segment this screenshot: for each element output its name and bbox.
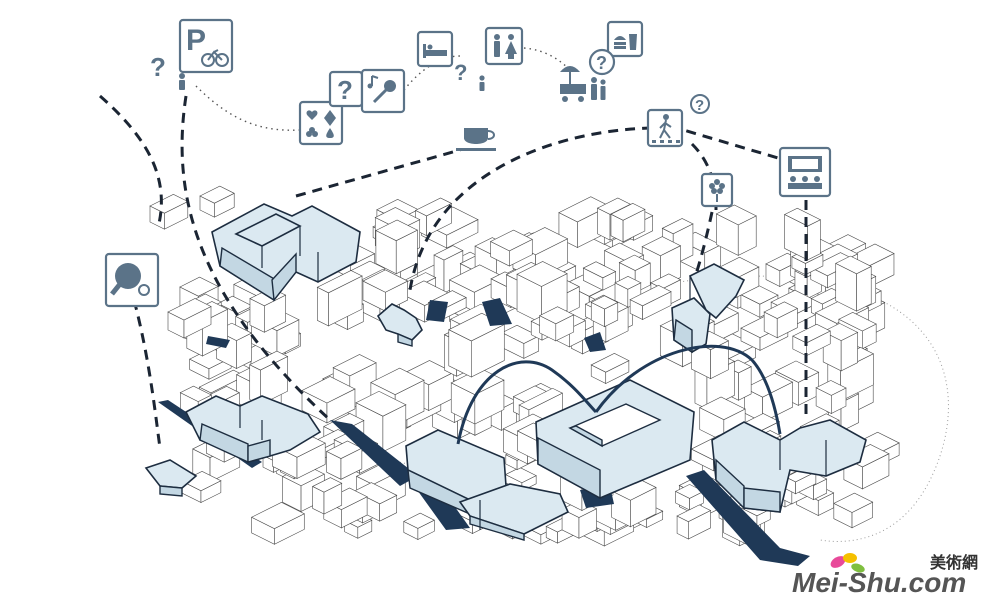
question-person-icon-2: ? — [454, 60, 485, 91]
background-building — [783, 207, 822, 227]
question-person-icon: ? — [150, 52, 185, 90]
connection-arcs — [456, 344, 782, 445]
background-building — [815, 380, 847, 396]
background-building — [641, 236, 682, 257]
bed-icon — [416, 30, 454, 68]
cinema-icon — [778, 146, 832, 198]
background-building — [355, 390, 407, 417]
building-parking — [144, 459, 198, 497]
background-building — [301, 376, 356, 404]
background-building — [833, 492, 874, 513]
svg-text:P: P — [186, 24, 206, 57]
background-building — [838, 311, 877, 332]
background-building — [311, 477, 343, 493]
svg-text:?: ? — [596, 53, 607, 73]
building-courtyard — [535, 379, 695, 500]
background-building — [590, 295, 619, 310]
question-circle-icon: ? — [690, 94, 710, 114]
background-building — [610, 202, 646, 221]
background-building — [807, 219, 821, 261]
background-building — [316, 270, 363, 294]
background-building — [614, 276, 642, 290]
background-building — [179, 276, 219, 297]
background-building — [775, 360, 820, 383]
highlighted-buildings — [144, 203, 867, 541]
background-building — [370, 367, 425, 395]
pedestrian-crossing-icon — [646, 108, 684, 148]
background-building — [433, 245, 464, 261]
music-microphone-icon — [360, 68, 406, 114]
background-building — [618, 254, 651, 271]
question-icon: ? — [328, 70, 364, 108]
background-building — [582, 261, 617, 279]
background-building — [362, 269, 409, 293]
street-vendor-icon: ? — [560, 48, 616, 102]
playing-cards-icon — [298, 100, 344, 146]
building-cafe — [211, 203, 361, 302]
background-building — [332, 354, 377, 377]
background-building — [167, 298, 212, 321]
table-tennis-icon — [104, 252, 160, 308]
building-garden — [671, 263, 746, 354]
background-building — [822, 323, 859, 341]
building-cinema — [711, 419, 867, 513]
background-building — [629, 285, 672, 307]
background-building — [518, 387, 564, 411]
parking-bicycle-icon: P — [178, 18, 234, 74]
background-building — [538, 306, 575, 325]
background-building — [661, 218, 694, 235]
building-table-tennis — [184, 395, 322, 464]
amenity-icons: P ? ? — [104, 18, 832, 308]
watermark-flower-logo — [830, 553, 865, 573]
background-building — [489, 229, 533, 252]
dashed-routes — [99, 47, 808, 449]
background-building — [414, 197, 453, 217]
background-building — [179, 385, 213, 402]
background-building — [835, 255, 872, 275]
svg-text:?: ? — [695, 97, 704, 114]
background-building — [181, 471, 222, 492]
background-building — [317, 286, 329, 327]
background-building — [676, 504, 712, 522]
fast-food-icon — [606, 20, 644, 58]
background-building — [699, 396, 746, 421]
svg-text:?: ? — [454, 60, 467, 85]
svg-text:?: ? — [150, 52, 166, 82]
background-building — [763, 301, 799, 319]
background-building — [516, 261, 568, 287]
background-building — [375, 219, 419, 242]
background-building — [792, 323, 831, 344]
background-building — [199, 185, 235, 204]
coffee-cup-icon — [456, 128, 496, 151]
background-building — [590, 353, 630, 373]
restroom-icon — [484, 26, 524, 66]
svg-text:?: ? — [337, 75, 353, 105]
watermark-brand-text: Mei-Shu.com — [792, 567, 966, 598]
background-building — [715, 204, 757, 226]
background-building — [403, 512, 435, 529]
background-building — [856, 265, 872, 312]
flower-icon — [700, 172, 734, 208]
background-building — [504, 467, 537, 484]
background-building — [250, 501, 305, 529]
watermark-chinese-text: 美術網 — [930, 553, 978, 572]
building-music — [405, 429, 570, 541]
background-building — [353, 482, 398, 505]
building-small-center — [376, 303, 423, 347]
watermark: 美術網 Mei-Shu.com — [792, 553, 978, 598]
